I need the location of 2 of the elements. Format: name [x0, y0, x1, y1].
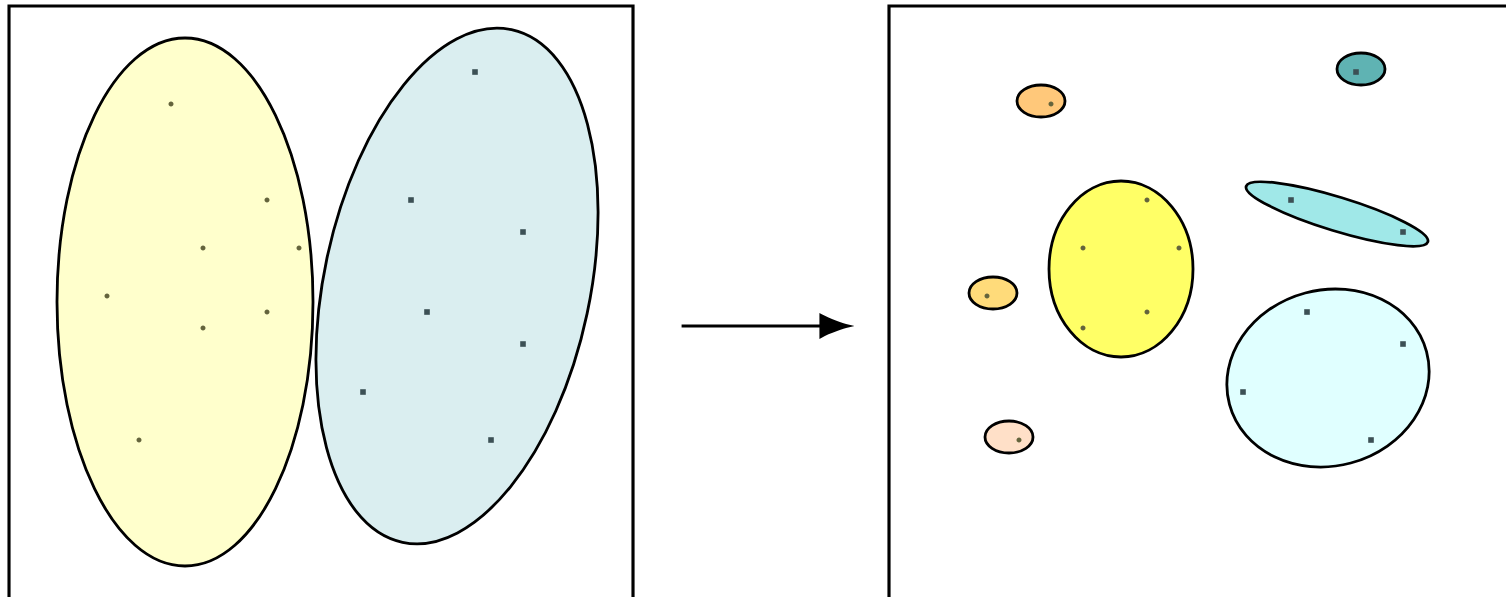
- panel-box: [887, 4, 1506, 597]
- panel-box: [7, 4, 635, 597]
